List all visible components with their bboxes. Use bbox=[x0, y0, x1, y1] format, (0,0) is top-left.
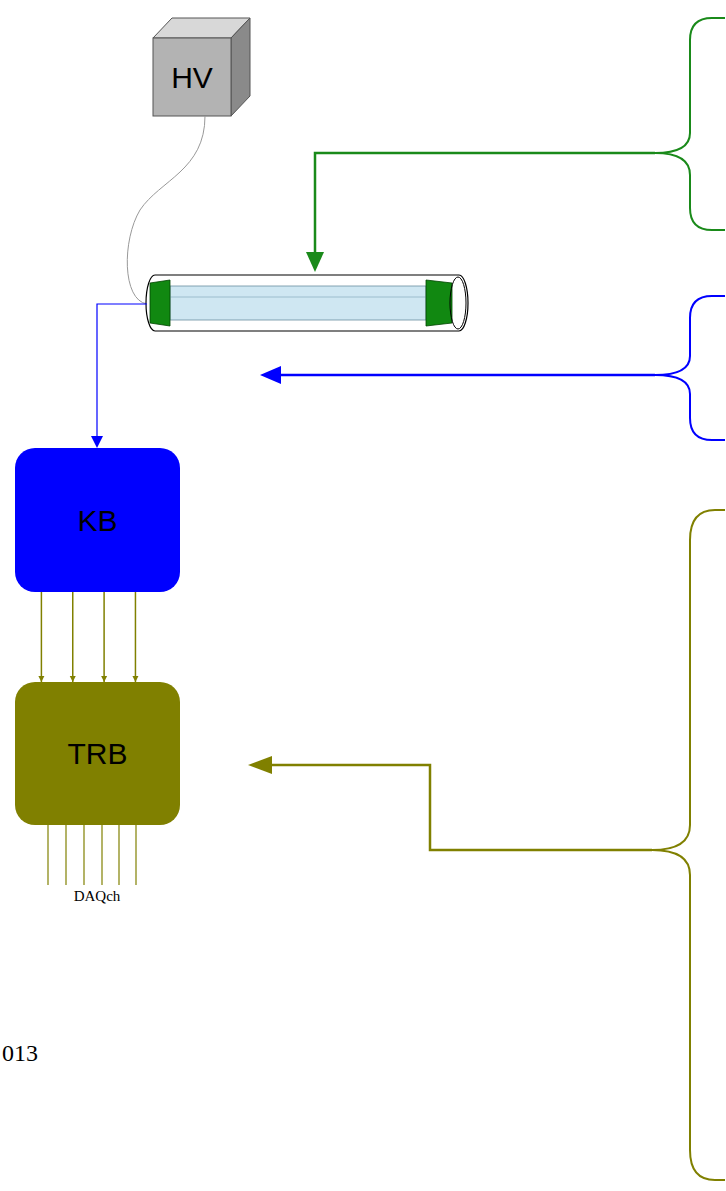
green-arrowhead bbox=[306, 252, 324, 272]
readout-board: KB bbox=[15, 448, 180, 592]
date-fragment: 013 bbox=[2, 1040, 38, 1066]
green-arrow bbox=[315, 153, 655, 256]
node-label: KB bbox=[77, 504, 117, 537]
channel-label: DAQch bbox=[74, 888, 121, 905]
blue-arrow bbox=[278, 374, 655, 377]
straw-tube bbox=[146, 275, 468, 331]
signal-arrow bbox=[41, 592, 43, 682]
node-label: TRB bbox=[68, 737, 128, 770]
olive-arrowhead bbox=[248, 756, 272, 774]
blue-arrowhead bbox=[260, 366, 281, 384]
signal-arrow bbox=[103, 592, 105, 682]
signal-arrow bbox=[135, 592, 137, 682]
signal-line bbox=[97, 304, 147, 438]
green-brace bbox=[655, 18, 725, 230]
olive-arrow bbox=[268, 765, 652, 850]
blue-brace bbox=[655, 296, 725, 440]
trigger-board: TRB bbox=[15, 682, 180, 825]
power-supply: HV bbox=[153, 38, 231, 116]
olive-brace bbox=[652, 510, 725, 1180]
signal-arrow bbox=[72, 592, 74, 682]
daq-channels bbox=[48, 825, 136, 885]
node-label: HV bbox=[171, 61, 213, 94]
signal-arrowhead bbox=[91, 436, 103, 448]
hv-cube bbox=[153, 18, 250, 116]
